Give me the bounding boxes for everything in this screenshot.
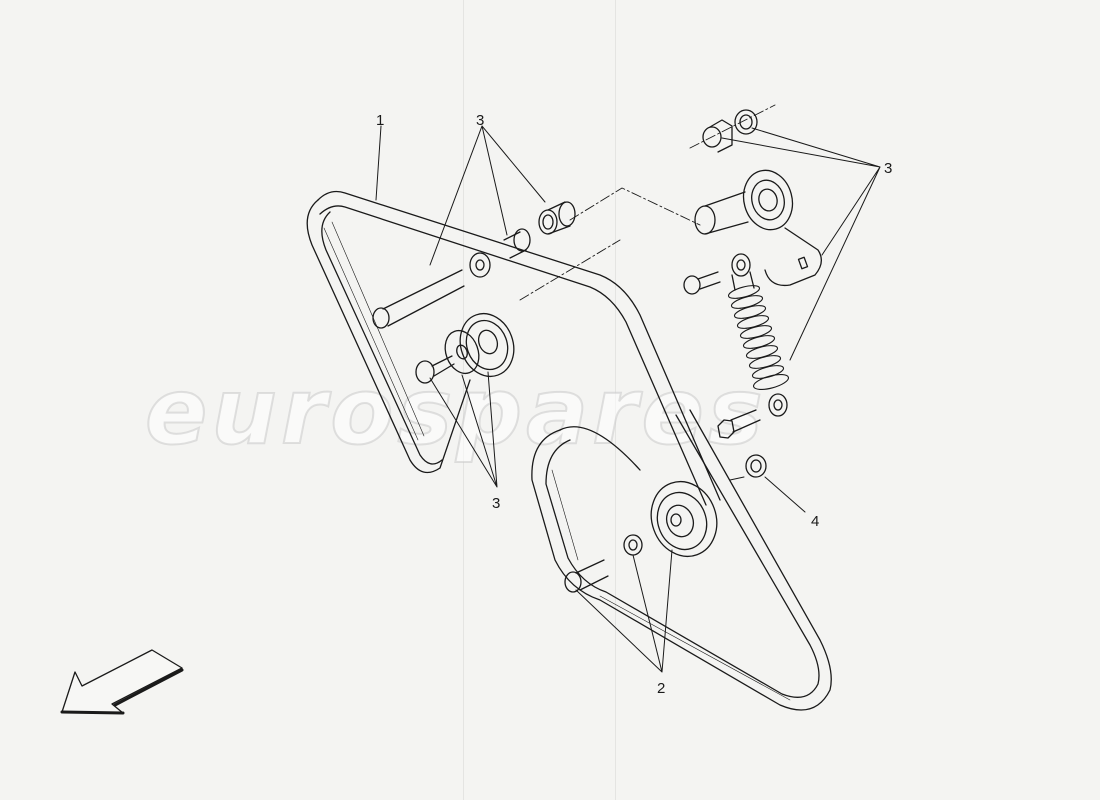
tensioner-bush-top[interactable]	[702, 119, 733, 153]
callout-3-upper[interactable]: 3	[476, 112, 485, 129]
idler-pulley-lower[interactable]	[641, 472, 727, 565]
callout-4[interactable]: 4	[811, 513, 820, 530]
washer-lower[interactable]	[623, 534, 643, 556]
callout-2[interactable]: 2	[657, 680, 666, 697]
spacer-bush-part4[interactable]	[745, 454, 767, 478]
page-fold-line	[615, 0, 616, 800]
washer-upper[interactable]	[469, 252, 491, 278]
idler-pulley-upper[interactable]	[439, 306, 522, 384]
tensioner-washer-top[interactable]	[734, 109, 758, 135]
damper-bolt-bottom[interactable]	[717, 409, 761, 439]
idler-screw-upper[interactable]	[415, 355, 455, 384]
long-bolt[interactable]	[372, 269, 465, 329]
drive-belt-upper[interactable]	[306, 190, 721, 506]
spacer-upper-2[interactable]	[538, 201, 576, 235]
callout-3-idler[interactable]: 3	[492, 495, 501, 512]
damper-bolt-top[interactable]	[683, 271, 721, 295]
drive-belt-lower[interactable]	[531, 409, 832, 711]
orientation-arrow-icon	[60, 649, 184, 715]
callout-3-tensioner[interactable]: 3	[884, 160, 893, 177]
callout-1[interactable]: 1	[376, 112, 385, 129]
spacer-upper-1[interactable]	[503, 228, 531, 259]
idler-bolt-lower[interactable]	[564, 559, 609, 593]
tensioner-arm-sleeve[interactable]	[694, 191, 749, 235]
tensioner-damper[interactable]	[727, 253, 790, 417]
leader-lines	[375, 125, 881, 673]
tensioner-pulley[interactable]	[737, 165, 822, 287]
assembly-axis-lines	[519, 104, 776, 301]
